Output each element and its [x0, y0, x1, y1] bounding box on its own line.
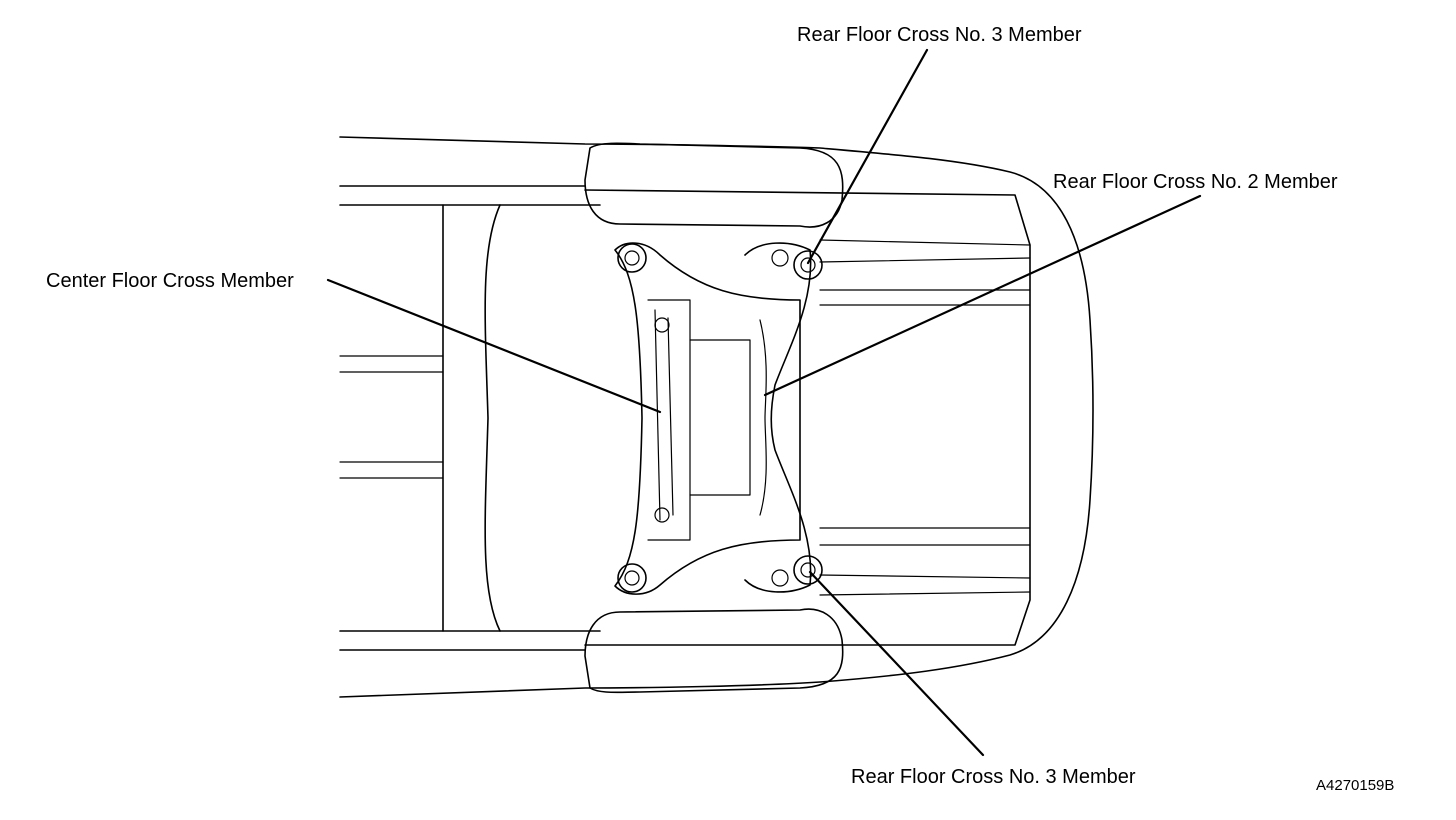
- center-floor-cross-member: [614, 242, 801, 595]
- callout-rear-floor-cross-no3-bottom: Rear Floor Cross No. 3 Member: [851, 766, 1136, 788]
- wheel-arch-pads: [584, 142, 844, 694]
- callout-leaders: [326, 48, 1202, 757]
- leader-center: [326, 278, 662, 414]
- callout-rear-floor-cross-no3-top: Rear Floor Cross No. 3 Member: [797, 24, 1082, 46]
- leader-rear3-top: [806, 48, 929, 265]
- figure-id: A4270159B: [1316, 777, 1395, 794]
- vehicle-body-outline: [339, 136, 1094, 698]
- leader-rear3-bottom: [808, 570, 985, 757]
- callout-center-floor-cross: Center Floor Cross Member: [46, 270, 294, 292]
- rear-floor-pan: [339, 189, 1031, 646]
- callout-rear-floor-cross-no2: Rear Floor Cross No. 2 Member: [1053, 171, 1338, 193]
- rear-floor-cross-no2-member: [744, 242, 812, 593]
- leader-rear2: [763, 194, 1202, 397]
- rear-floor-cross-no3-mounts: [793, 250, 823, 585]
